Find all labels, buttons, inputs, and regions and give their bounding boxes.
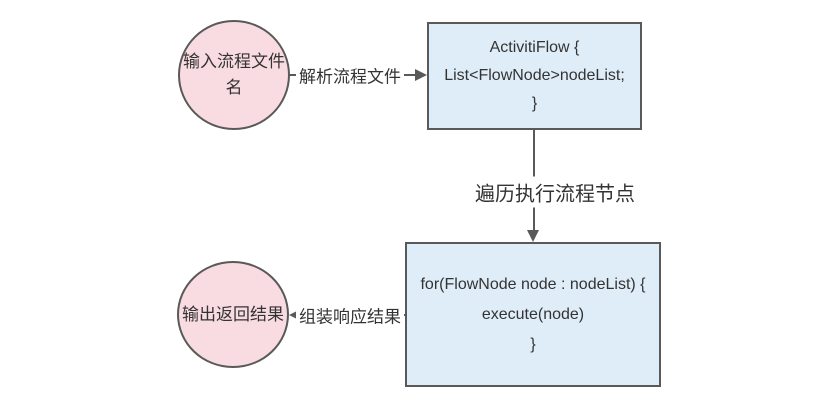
parse-box-line-1: ActivitiFlow { [489,39,580,56]
node-input-ellipse: 输入流程文件名 [178,20,290,130]
arrow-right-icon [415,69,427,81]
node-input-label: 输入流程文件名 [183,52,285,97]
node-output-ellipse: 输出返回结果 [177,261,289,368]
parse-box-line-3: } [531,95,538,112]
execute-box-line-1: for(FlowNode node : nodeList) { [420,275,646,293]
edge-assemble-label: 组装响应结果 [296,301,404,329]
node-output-label: 输出返回结果 [182,304,284,324]
edge-parse-label: 解析流程文件 [296,61,404,89]
execute-box-line-3: } [530,335,536,353]
parse-box-line-2: List<FlowNode>nodeList; [444,67,625,84]
edge-iterate-label: 遍历执行流程节点 [472,176,638,208]
node-parse-box: ActivitiFlow { List<FlowNode>nodeList; } [427,22,642,130]
arrow-down-icon [527,230,539,242]
node-execute-box: for(FlowNode node : nodeList) { execute(… [405,242,661,387]
execute-box-line-2: execute(node) [481,305,585,323]
